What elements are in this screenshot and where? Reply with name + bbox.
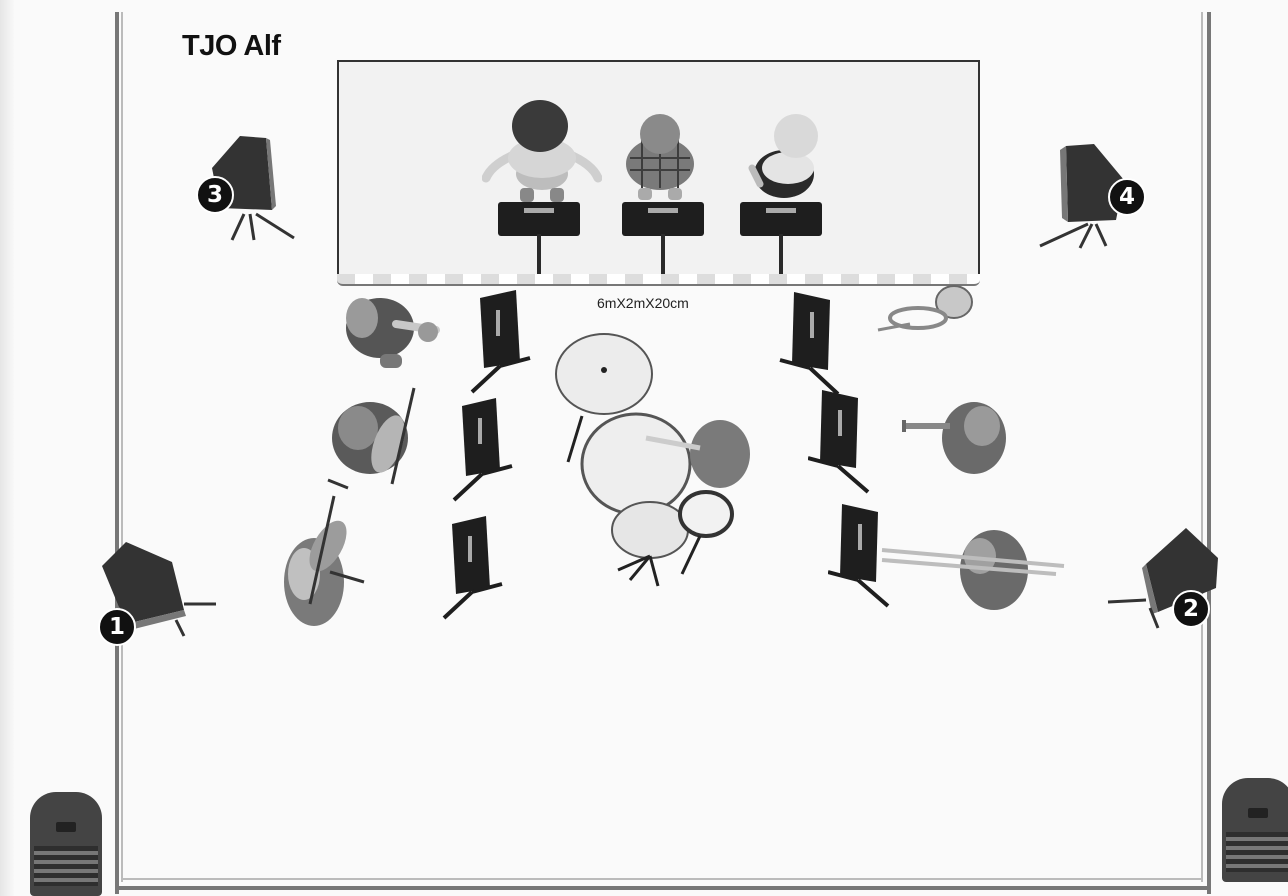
riser-music-stand-1 — [496, 198, 582, 276]
floor-music-stand-1 — [464, 288, 534, 396]
saxophone-player-figure — [340, 284, 444, 376]
singer-left-figure — [482, 98, 602, 206]
riser-size-label: 6mX2mX20cm — [597, 295, 689, 311]
drum-kit-figure — [550, 330, 760, 592]
stage-wall-left-inner — [121, 12, 123, 882]
riser-music-stand-2 — [620, 198, 706, 276]
french-horn-figure — [874, 284, 976, 338]
main-speaker-right — [1222, 778, 1288, 882]
page-edge-shadow — [0, 0, 14, 896]
floor-music-stand-2 — [448, 396, 518, 504]
trumpet-player-figure — [900, 396, 1012, 480]
riser-music-stand-3 — [738, 198, 824, 276]
monitor-number-1: 1 — [98, 608, 136, 646]
monitor-number-3: 3 — [196, 176, 234, 214]
floor-music-stand-3 — [436, 514, 506, 622]
cello-player-figure — [318, 384, 432, 496]
stage-wall-left — [115, 12, 119, 894]
monitor-number-2: 2 — [1172, 590, 1210, 628]
stage-wall-right — [1207, 12, 1211, 894]
stage-wall-right-inner — [1201, 12, 1203, 882]
stage-front-edge-inner — [121, 878, 1203, 880]
plot-title: TJO Alf — [182, 30, 281, 63]
singer-right-figure — [748, 112, 828, 204]
double-bass-player-figure — [268, 486, 372, 636]
singer-center-figure — [622, 108, 698, 204]
stage-front-edge — [115, 886, 1211, 890]
main-speaker-left — [30, 792, 102, 896]
floor-music-stand-5 — [808, 388, 878, 496]
floor-music-stand-4 — [778, 290, 848, 398]
monitor-number-4: 4 — [1108, 178, 1146, 216]
trombone-player-figure — [880, 524, 1070, 618]
